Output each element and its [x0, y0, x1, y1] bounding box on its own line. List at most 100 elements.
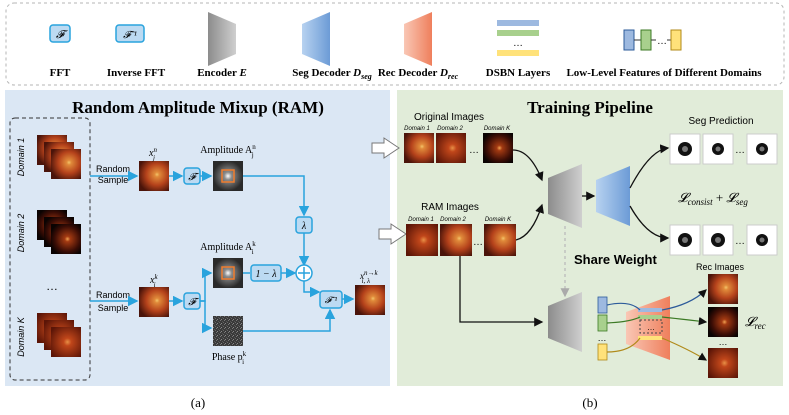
- rec-to-image-2-arrow: [661, 316, 708, 326]
- ifft-box: 𝓕⁻¹: [319, 290, 343, 309]
- ifft-legend-icon: 𝓕⁻¹: [115, 24, 145, 43]
- svg-text:…: …: [735, 145, 745, 156]
- svg-text:𝓕: 𝓕: [188, 172, 199, 183]
- rec-decoder-legend-label: Rec Decoder Drec: [378, 67, 459, 81]
- phase-to-ifft-arrow: [243, 308, 336, 332]
- svg-text:λ: λ: [301, 221, 307, 232]
- dsbn-legend-label: DSBN Layers: [486, 67, 551, 79]
- svg-text:…: …: [735, 236, 745, 247]
- feature-blue-connection: [606, 302, 641, 311]
- svg-text:…: …: [657, 36, 667, 47]
- ram-domain-1-label: Domain 1: [408, 217, 434, 223]
- ram-panel: Random Amplitude Mixup (RAM) Domain 1 Do…: [5, 90, 390, 386]
- orig-ellipsis: …: [469, 145, 479, 156]
- sum-node: [295, 264, 313, 282]
- domain-k-label: Domain K: [16, 316, 26, 357]
- ram-ellipsis: …: [473, 237, 483, 248]
- lowlevel-features-legend-icon: …: [623, 29, 682, 51]
- seg-decoder-legend-label: Seg Decoder Dseg: [292, 67, 372, 81]
- orig-image-2: [436, 133, 466, 163]
- ram-domain-2-label: Domain 2: [440, 217, 466, 223]
- training-panel: Training Pipeline Original Images Domain…: [371, 90, 783, 386]
- rec-decoder-dsbn-layers: …: [638, 308, 663, 340]
- encoder-top: [548, 164, 582, 228]
- caption-b: (b): [582, 395, 597, 410]
- seg-predictions-bottom: …: [669, 224, 778, 256]
- rec-decoder-legend-icon: [404, 12, 432, 66]
- legend-bar: 𝓕 FFT 𝓕⁻¹ Inverse FFT Encoder E Seg Deco…: [5, 2, 785, 86]
- ram-output-image: [355, 285, 385, 315]
- lambda-box: λ: [295, 216, 313, 234]
- sampled-image-xik: [139, 287, 169, 317]
- svg-text:𝓕: 𝓕: [188, 297, 199, 308]
- sampled-image-xjn: [139, 161, 169, 191]
- fft-box-top: 𝓕: [183, 167, 201, 185]
- fft-to-phase-arrow: [200, 300, 213, 334]
- rec-image-2: [708, 307, 738, 337]
- seg-decoder: [596, 166, 630, 226]
- training-panel-title: Training Pipeline: [527, 98, 653, 117]
- sum-to-ifft-arrow: [303, 281, 321, 298]
- feature-yellow-connection: [606, 337, 641, 353]
- ram-image-1: [406, 224, 438, 256]
- domain-2-label: Domain 2: [16, 214, 26, 253]
- ampj-to-lambda-arrow: [243, 175, 310, 217]
- ram-panel-title: Random Amplitude Mixup (RAM): [72, 98, 324, 117]
- orig-image-1: [404, 133, 434, 163]
- amplitude-i-image: [213, 258, 243, 288]
- share-weight-label: Share Weight: [574, 252, 658, 267]
- orig-to-encoder-arrow: [512, 149, 544, 182]
- svg-text:…: …: [513, 38, 523, 49]
- orig-domain-k-label: Domain K: [484, 126, 511, 132]
- ram-to-bottom-encoder-arrow: [459, 256, 544, 327]
- ram-domain-k-label: Domain K: [485, 217, 512, 223]
- domain-k-image-stack: [37, 313, 81, 357]
- seg-decoder-legend-icon: [302, 12, 330, 66]
- seg-consistency-loss: 𝓛consist + 𝓛seg: [678, 190, 748, 207]
- caption-a: (a): [191, 395, 205, 410]
- low-level-feature-blocks: …: [598, 296, 608, 361]
- domain-ellipsis: …: [46, 279, 58, 293]
- ram-image-k: [484, 224, 516, 256]
- rec-to-image-1-arrow: [661, 289, 707, 311]
- svg-text:…: …: [598, 333, 607, 343]
- dsbn-legend-icon: …: [497, 20, 539, 56]
- domain-1-image-stack: [37, 135, 81, 179]
- orig-domain-1-label: Domain 1: [404, 126, 430, 132]
- seg-predictions-top: …: [669, 133, 778, 165]
- rec-ellipsis: …: [719, 337, 728, 347]
- orig-image-k: [483, 133, 513, 163]
- original-images-label: Original Images: [414, 112, 484, 123]
- svg-text:𝓕⁻¹: 𝓕⁻¹: [325, 295, 338, 305]
- amplitude-j-image: [213, 161, 243, 191]
- orig-domain-2-label: Domain 2: [437, 126, 463, 132]
- encoder-legend-label: Encoder E: [197, 67, 247, 79]
- ram-image-2: [440, 224, 472, 256]
- ram-to-encoder-arrow: [515, 203, 544, 241]
- ram-images-label: RAM Images: [421, 202, 479, 213]
- svg-text:𝓕⁻¹: 𝓕⁻¹: [123, 30, 137, 41]
- legend-frame: [5, 2, 785, 86]
- domain-2-image-stack: [37, 210, 81, 254]
- seg-decoder-to-pred-top-arrow: [629, 144, 670, 189]
- seg-prediction-label: Seg Prediction: [688, 116, 753, 127]
- domain-pool-box: [9, 117, 91, 381]
- encoder-bottom: [548, 292, 582, 352]
- one-minus-lambda-box: 1 − λ: [250, 264, 282, 282]
- domain-1-label: Domain 1: [16, 138, 26, 177]
- rec-images-label: Rec Images: [696, 262, 745, 272]
- lowlevel-features-legend-label: Low-Level Features of Different Domains: [566, 67, 762, 79]
- seg-decoder-to-pred-bottom-arrow: [629, 205, 670, 243]
- fft-legend-icon: 𝓕: [49, 24, 71, 43]
- encoder-legend-icon: [208, 12, 236, 66]
- phase-image: [213, 316, 243, 346]
- ifft-legend-label: Inverse FFT: [107, 67, 166, 79]
- fft-box-bottom: 𝓕: [183, 292, 201, 310]
- fft-legend-label: FFT: [50, 67, 71, 79]
